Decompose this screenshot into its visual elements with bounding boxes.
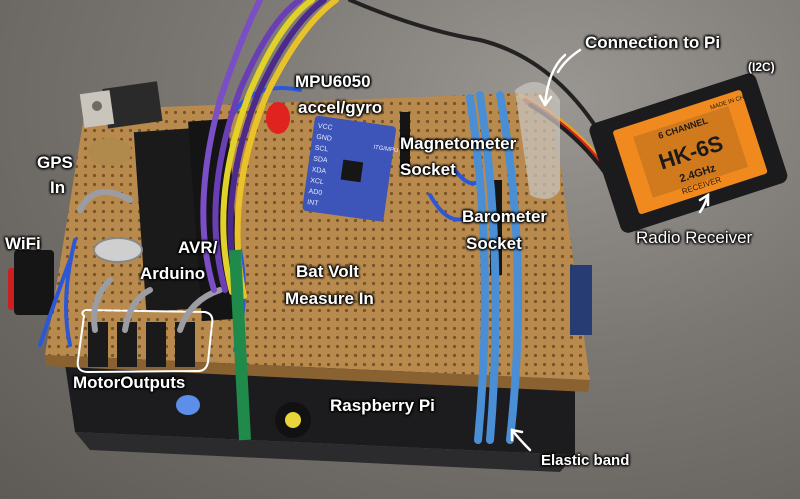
grey-wires (77, 189, 223, 333)
label-mpu6050: MPU6050 (295, 72, 371, 91)
mpu-pin-0: VCC (317, 123, 333, 132)
annotation-arrows (510, 48, 710, 452)
avr-chip (133, 128, 207, 312)
label-barometer-socket: Socket (466, 234, 522, 253)
label-gps: GPS (37, 153, 73, 172)
mpu-pin-7: INT (307, 199, 320, 208)
motor-output-headers (88, 322, 195, 367)
crystal (93, 237, 143, 263)
label-bat-volt: Bat Volt (296, 262, 359, 281)
label-wifi: WiFi (5, 234, 41, 253)
motor-outputs-outline (76, 308, 214, 374)
mpu-pin-1: GND (316, 134, 332, 143)
regulator-hole (92, 101, 102, 111)
mpu-pin-4: XDA (311, 166, 327, 175)
label-i2c: (I2C) (748, 60, 775, 74)
mpu-chip-label: ITG/MPU (373, 145, 399, 154)
audio-jack-ring (285, 412, 301, 428)
label-magnetometer: Magnetometer (400, 134, 517, 153)
heat-shrink-connector (515, 82, 560, 199)
blue-elastic-bands (466, 91, 522, 444)
label-elastic-band: Elastic band (541, 452, 630, 469)
mpu-pin-5: XCL (310, 177, 325, 186)
wifi-dongle-body (14, 250, 54, 315)
voltage-regulator (102, 81, 163, 129)
wire-bundle (200, 0, 339, 299)
label-avr: AVR/ (178, 238, 218, 257)
label-barometer: Barometer (462, 207, 548, 226)
label-connection-to-pi: Connection to Pi (585, 33, 721, 52)
magnetometer-header (400, 112, 410, 172)
label-measure-in: Measure In (285, 289, 374, 308)
label-gps-in: In (50, 178, 66, 197)
red-led (266, 102, 290, 134)
label-arduino: Arduino (140, 264, 206, 283)
mpu6050-chip (340, 159, 364, 183)
radio-receiver (589, 73, 788, 233)
mpu-pin-6: AD0 (308, 188, 323, 197)
mpu-pin-2: SCL (314, 145, 329, 154)
green-elastic-band (229, 249, 251, 441)
label-motor-outputs: MotorOutputs (73, 373, 186, 392)
label-accel-gyro: accel/gyro (298, 98, 383, 117)
blue-port (176, 395, 200, 415)
mpu-pin-3: SDA (313, 156, 329, 165)
label-radio-receiver: Radio Receiver (636, 228, 753, 247)
sd-card (570, 265, 592, 335)
capacitor (88, 138, 132, 166)
label-magnetometer-socket: Socket (400, 160, 456, 179)
pi-case-side (75, 432, 575, 472)
label-raspberry-pi: Raspberry Pi (330, 396, 435, 415)
